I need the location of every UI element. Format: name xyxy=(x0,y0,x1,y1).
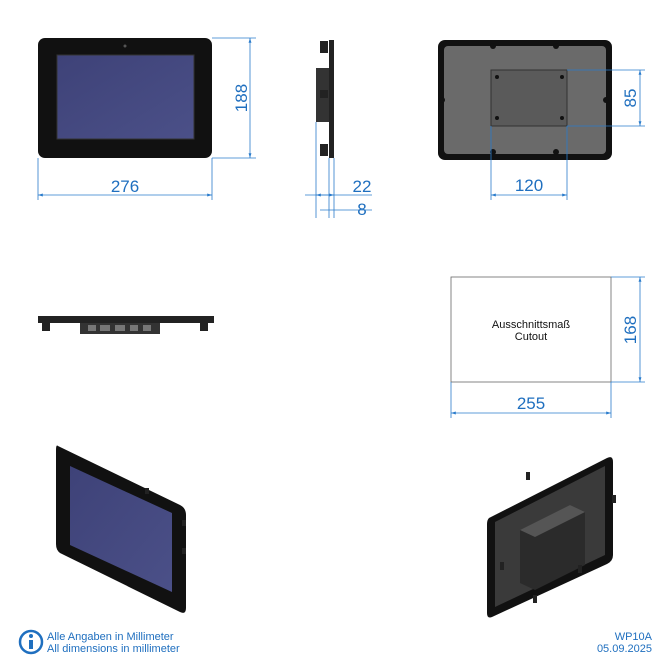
back-mount-width-label: 120 xyxy=(515,176,543,195)
mount-box xyxy=(490,69,568,127)
back-view: 85 120 xyxy=(438,40,645,200)
front-screen xyxy=(56,54,195,140)
back-mount-height-label: 85 xyxy=(621,89,640,108)
camera-icon xyxy=(123,44,127,48)
iso-back-view xyxy=(487,457,616,618)
front-width-label: 276 xyxy=(111,177,139,196)
drawing-date: 05.09.2025 xyxy=(596,643,652,655)
iso-front-view xyxy=(56,445,186,613)
footer-meta: WP10A 05.09.2025 xyxy=(597,631,652,655)
front-view: 188 276 xyxy=(37,37,256,200)
cutout-label-de: Ausschnittsmaß xyxy=(492,319,571,331)
side-depth-frame-label: 8 xyxy=(357,200,366,219)
side-view: 22 8 xyxy=(305,40,372,219)
side-depth-total-label: 22 xyxy=(353,177,372,196)
model-name: WP10A xyxy=(614,631,652,643)
cutout-label-en: Cutout xyxy=(515,331,547,343)
footer-info-de: Alle Angaben in Millimeter xyxy=(47,631,174,643)
cutout-height-label: 168 xyxy=(621,316,640,344)
cutout-rect xyxy=(450,276,612,383)
cutout-view: Ausschnittsmaß Cutout 168 255 xyxy=(450,276,645,418)
front-height-label: 188 xyxy=(232,84,251,112)
footer-info-en: All dimensions in millimeter xyxy=(47,643,180,655)
info-icon xyxy=(18,629,44,655)
footer-info: Alle Angaben in Millimeter All dimension… xyxy=(47,631,180,655)
side-frame xyxy=(329,40,334,158)
bottom-view xyxy=(38,316,214,334)
cutout-width-label: 255 xyxy=(517,394,545,413)
